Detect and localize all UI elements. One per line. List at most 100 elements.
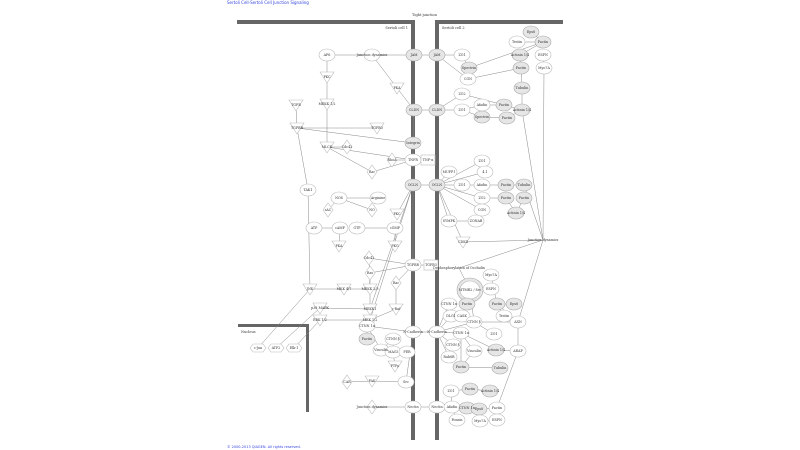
node-pkg[interactable]	[387, 240, 403, 253]
pathway-title-link[interactable]: Sertoli Cell-Sertoli Cell Junction Signa…	[227, 0, 309, 5]
node-testin[interactable]	[495, 309, 513, 323]
node-4-1[interactable]	[476, 165, 494, 179]
node-erk-1-2[interactable]	[312, 314, 328, 327]
node-mupp1[interactable]	[440, 165, 458, 179]
node-ctnn-[interactable]	[444, 338, 462, 352]
node-mkk-4-7[interactable]	[336, 283, 352, 296]
node-tgfb3[interactable]	[423, 259, 439, 271]
node-cask[interactable]	[453, 309, 471, 323]
node-factin[interactable]	[534, 35, 552, 49]
node-eps8[interactable]	[505, 297, 523, 311]
node-pka[interactable]	[389, 82, 405, 95]
node-cldn[interactable]	[428, 103, 446, 117]
node-ponsin[interactable]	[448, 413, 466, 427]
node-zo1[interactable]	[442, 384, 460, 398]
node-gtp[interactable]	[348, 221, 366, 235]
node-factin[interactable]	[497, 178, 515, 192]
node-factin[interactable]	[358, 332, 376, 346]
node-ptp-[interactable]	[387, 360, 403, 373]
node-zo1[interactable]	[485, 327, 503, 341]
node-factin[interactable]	[458, 297, 476, 311]
node-factin[interactable]	[498, 111, 516, 125]
node-c-raf[interactable]	[388, 303, 404, 316]
node-jam[interactable]	[428, 48, 446, 62]
node-c-jun[interactable]	[249, 343, 267, 353]
node-afadin[interactable]	[473, 178, 491, 192]
node-vinculin[interactable]	[465, 344, 483, 358]
node-n-cadherin[interactable]	[404, 325, 422, 339]
node-junction-dynamics[interactable]	[366, 399, 378, 415]
node-rab8b[interactable]	[440, 350, 458, 364]
node-tnf-[interactable]	[420, 154, 436, 166]
node-tubulin[interactable]	[515, 178, 533, 192]
copyright-link[interactable]: © 2000-2013 QIAGEN. All rights reserved.	[227, 445, 301, 449]
node-zo2[interactable]	[453, 87, 471, 101]
node-src[interactable]	[397, 375, 415, 389]
node-ocln[interactable]	[404, 178, 422, 192]
node-actinin-1-4[interactable]	[481, 384, 499, 398]
node-nos[interactable]	[330, 191, 348, 205]
node-arginine[interactable]	[369, 191, 387, 205]
node-atp[interactable]	[305, 221, 323, 235]
node-sympk[interactable]	[440, 214, 458, 228]
node-actinin-1-4[interactable]	[511, 48, 529, 62]
node-cgn[interactable]	[459, 72, 477, 86]
node-mekk-1-2[interactable]	[319, 98, 335, 111]
node-myo7a[interactable]	[482, 268, 500, 282]
node-spectrin[interactable]	[473, 110, 491, 124]
node-mekk1[interactable]	[362, 303, 378, 316]
node-zo1[interactable]	[453, 103, 471, 117]
node-cldn[interactable]	[405, 103, 423, 117]
node-factin[interactable]	[452, 360, 470, 374]
node-camp[interactable]	[331, 221, 349, 235]
node-cdk4[interactable]	[455, 236, 471, 249]
node-atf2[interactable]	[267, 343, 285, 353]
node-nectin[interactable]	[404, 400, 422, 414]
node-cdc42[interactable]	[363, 250, 375, 266]
node-tak1[interactable]	[299, 183, 317, 197]
node-factin[interactable]	[512, 61, 530, 75]
node-arap[interactable]	[509, 344, 527, 358]
node-tgfb[interactable]	[288, 99, 304, 112]
node-af6[interactable]	[318, 48, 336, 62]
node-espn[interactable]	[482, 282, 500, 296]
node-rhoa[interactable]	[386, 152, 398, 168]
node-espn[interactable]	[534, 48, 552, 62]
node-tgfb3[interactable]	[369, 122, 385, 135]
node-no[interactable]	[366, 202, 378, 218]
node-espn[interactable]	[488, 413, 506, 427]
node-ras[interactable]	[364, 265, 376, 281]
node-zonab[interactable]	[467, 214, 485, 228]
node-elk-1[interactable]	[285, 343, 303, 353]
node-factin[interactable]	[488, 297, 506, 311]
node-pka[interactable]	[331, 240, 347, 253]
node-ctnn-1-[interactable]	[358, 319, 376, 333]
node-tgfbr[interactable]	[289, 122, 305, 135]
node-fak[interactable]	[364, 375, 380, 388]
node-rac[interactable]	[366, 164, 378, 180]
node-myo7a[interactable]	[535, 61, 553, 75]
node-p38-mapk[interactable]	[312, 302, 328, 315]
node-ctnn-[interactable]	[384, 332, 402, 346]
node-cdc42[interactable]	[341, 139, 353, 155]
node-factin[interactable]	[497, 191, 515, 205]
node-tgfbr[interactable]	[404, 258, 422, 272]
node-tubulin[interactable]	[513, 81, 531, 95]
node-actinin-1-4[interactable]	[487, 343, 505, 357]
node-jam[interactable]	[405, 48, 423, 62]
node-mtmr2-src[interactable]	[456, 277, 484, 303]
node-zo1[interactable]	[453, 48, 471, 62]
node-mekk-2-3[interactable]	[362, 283, 378, 296]
node-actinin-1-4[interactable]	[507, 206, 525, 220]
node-integrin[interactable]	[404, 136, 422, 150]
node-tubulin[interactable]	[491, 361, 509, 375]
node-jnk[interactable]	[302, 283, 318, 296]
node-testin[interactable]	[508, 35, 526, 49]
node-myo7a[interactable]	[471, 414, 489, 428]
node-fer[interactable]	[398, 345, 416, 359]
node-ctnn-1-[interactable]	[452, 326, 470, 340]
node-factin[interactable]	[495, 98, 513, 112]
node-actinin-1-4[interactable]	[513, 103, 531, 117]
node-junction-dynamics[interactable]	[363, 48, 381, 62]
node-factin[interactable]	[515, 191, 533, 205]
